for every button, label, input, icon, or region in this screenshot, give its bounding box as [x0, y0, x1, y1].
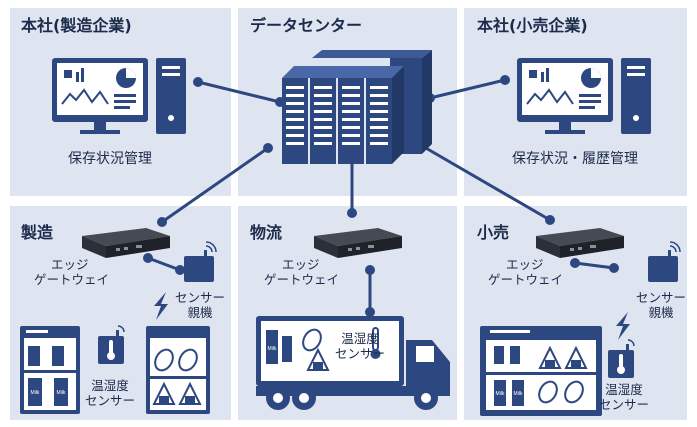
sensor-master-icon: [648, 241, 681, 282]
sensor-label-line2: センサー: [598, 397, 649, 412]
sensor-master-label-line1: センサー: [174, 290, 225, 305]
caption-storage-history-management: 保存状況・履歴管理: [512, 151, 638, 167]
sensor-label-line1: 温湿度: [605, 382, 643, 397]
sensor-label-line2: センサー: [84, 393, 135, 408]
gateway-label-line2: ゲートウェイ: [488, 272, 564, 287]
gateway-label-line1: エッジ: [282, 257, 320, 272]
title-logistics: 物流: [250, 223, 283, 242]
gateway-label-line2: ゲートウェイ: [264, 272, 340, 287]
server-rack-icon: [282, 50, 432, 164]
wireless-signal-icon: [616, 312, 630, 340]
thermo-hygro-sensor-icon: [98, 325, 125, 364]
delivery-truck-icon: Milk: [256, 316, 450, 410]
thermo-hygro-sensor-icon: [608, 339, 635, 378]
gateway-label-line1: エッジ: [506, 257, 544, 272]
caption-storage-management: 保存状況管理: [68, 151, 152, 167]
wireless-signal-icon: [154, 292, 168, 320]
workstation-icon: [517, 58, 651, 134]
milk-label: Milk: [514, 391, 523, 397]
gateway-label-line2: ゲートウェイ: [34, 272, 110, 287]
title-hq-manufacturer: 本社(製造企業): [21, 16, 132, 35]
milk-label: Milk: [496, 391, 505, 397]
sensor-label-line1: 温湿度: [91, 378, 129, 393]
edge-gateway-icon: [82, 228, 170, 258]
refrigerator-onigiri-icon: [146, 326, 210, 414]
title-hq-retailer: 本社(小売企業): [477, 16, 588, 35]
sensor-master-label-line1: センサー: [635, 290, 686, 305]
milk-label: Milk: [31, 390, 40, 396]
title-data-center: データセンター: [250, 16, 363, 35]
workstation-icon: [52, 58, 186, 134]
sensor-label-line1: 温湿度: [341, 331, 379, 346]
refrigerator-milk-icon: Milk Milk: [20, 326, 80, 414]
title-manufacturing: 製造: [21, 223, 54, 242]
title-retail: 小売: [477, 223, 510, 242]
edge-gateway-icon: [536, 228, 624, 258]
sensor-master-icon: [184, 241, 217, 282]
sensor-master-label-line2: 親機: [648, 305, 674, 320]
gateway-label-line1: エッジ: [51, 257, 89, 272]
retail-showcase-icon: Milk Milk: [480, 326, 602, 416]
milk-label: Milk: [268, 346, 277, 352]
milk-label: Milk: [57, 390, 66, 396]
edge-gateway-icon: [314, 228, 402, 258]
sensor-master-label-line2: 親機: [187, 305, 213, 320]
sensor-label-line2: センサー: [334, 346, 385, 361]
